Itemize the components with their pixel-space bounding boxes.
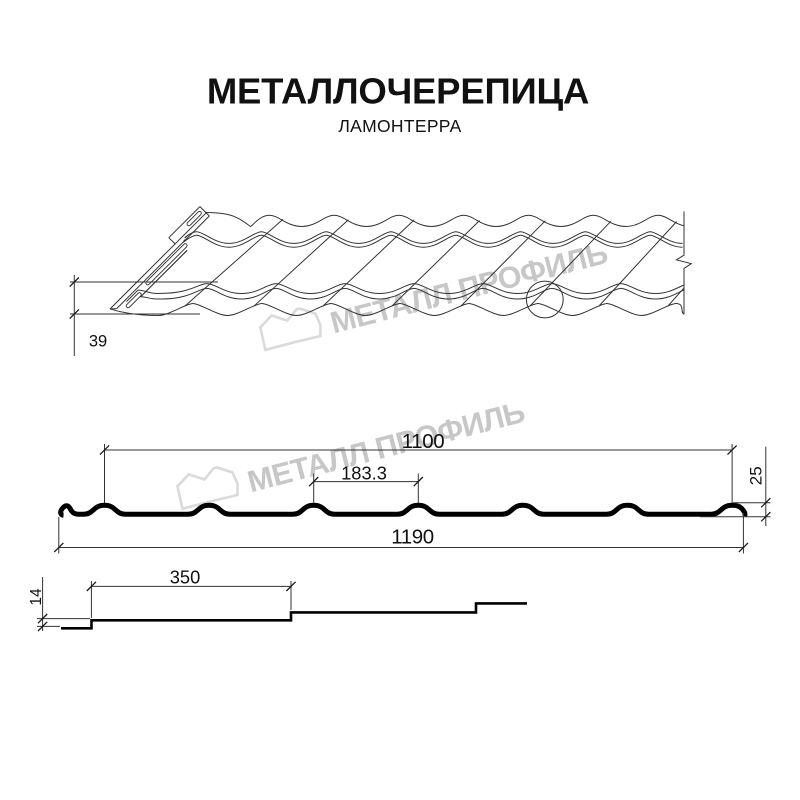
svg-text:ЛАМОНТЕРРА: ЛАМОНТЕРРА — [338, 116, 461, 136]
svg-text:39: 39 — [89, 332, 107, 350]
svg-text:25: 25 — [746, 466, 765, 485]
svg-text:14: 14 — [28, 588, 45, 606]
svg-text:1100: 1100 — [402, 430, 444, 453]
svg-text:183.3: 183.3 — [341, 463, 387, 484]
svg-text:1190: 1190 — [391, 526, 433, 549]
svg-text:МЕТАЛЛОЧЕРЕПИЦА: МЕТАЛЛОЧЕРЕПИЦА — [207, 70, 589, 111]
svg-text:350: 350 — [170, 566, 201, 587]
